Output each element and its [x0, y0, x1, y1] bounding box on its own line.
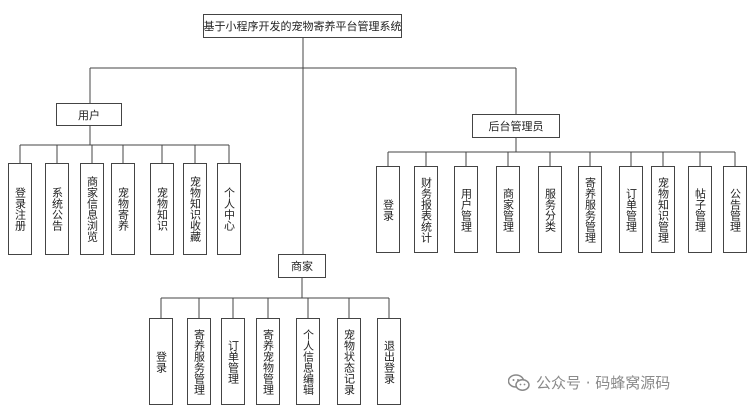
user-item: 登录注册 — [8, 163, 32, 255]
watermark-text: 公众号 · 码蜂窝源码 — [536, 374, 671, 392]
admin-item: 寄养服务管理 — [578, 166, 602, 253]
watermark: 公众号 · 码蜂窝源码 — [508, 372, 670, 393]
admin-item: 帖子管理 — [688, 166, 712, 253]
admin-item: 服务分类 — [538, 166, 562, 253]
merchant-item: 订单管理 — [221, 318, 245, 405]
user-item: 宠物寄养 — [111, 163, 135, 255]
user-item: 个人中心 — [217, 163, 241, 255]
merchant-item: 寄养服务管理 — [187, 318, 211, 405]
merchant-item: 个人信息编辑 — [296, 318, 320, 405]
merchant-item: 寄养宠物管理 — [256, 318, 280, 405]
merchant-item: 登录 — [149, 318, 173, 405]
admin-item: 公告管理 — [723, 166, 747, 253]
admin-item: 订单管理 — [619, 166, 643, 253]
admin-item: 商家管理 — [496, 166, 520, 253]
admin-item: 财务报表统计 — [414, 166, 438, 253]
merchant-item: 宠物状态记录 — [337, 318, 361, 405]
user-item: 商家信息浏览 — [80, 163, 104, 255]
admin-node: 后台管理员 — [472, 114, 560, 138]
admin-item: 用户管理 — [454, 166, 478, 253]
user-node: 用户 — [56, 103, 122, 126]
root-node: 基于小程序开发的宠物寄养平台管理系统 — [203, 14, 402, 38]
merchant-item: 退出登录 — [377, 318, 401, 405]
user-item: 宠物知识收藏 — [183, 163, 207, 255]
admin-item: 宠物知识管理 — [651, 166, 675, 253]
wechat-icon — [508, 373, 530, 392]
user-item: 宠物知识 — [150, 163, 174, 255]
admin-item: 登录 — [376, 166, 400, 253]
user-item: 系统公告 — [45, 163, 69, 255]
merchant-node: 商家 — [278, 254, 326, 278]
